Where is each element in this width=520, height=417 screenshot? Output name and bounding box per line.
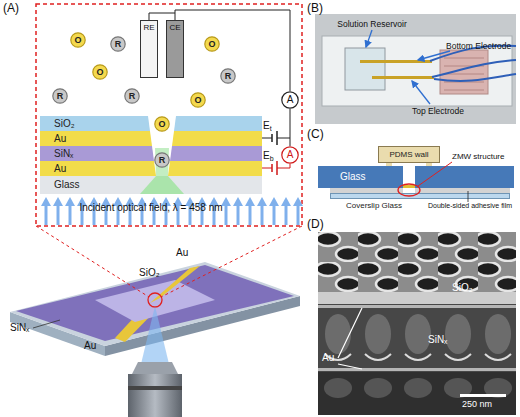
node-text: O	[158, 120, 165, 129]
part-label: Au	[322, 352, 334, 363]
panel-a-frame	[36, 4, 302, 226]
pdms-wall: PDMS wall	[378, 146, 440, 163]
voltage-label: Et	[263, 120, 272, 131]
circle-shape	[155, 117, 169, 131]
circle-shape	[191, 93, 205, 107]
part-label: Solution Reservoir	[337, 20, 406, 29]
node-text: R	[225, 72, 232, 81]
circle-shape	[111, 37, 125, 51]
glass-layer: Glass	[40, 176, 262, 194]
part-label: SiNₓ	[10, 322, 29, 333]
device-photo	[315, 14, 516, 124]
circle-shape	[282, 147, 298, 163]
node-text: PDMS wall	[389, 151, 428, 159]
light-label: Incident optical field, λ = 458 nm	[79, 202, 222, 213]
sio2-layer: SiO₂	[40, 116, 262, 131]
ammeter: A	[281, 146, 299, 164]
node-text: Glass	[54, 180, 80, 190]
part-label: Au	[84, 340, 96, 351]
glass-slide: Glass	[318, 166, 514, 188]
reduced-molecule: R	[110, 36, 126, 52]
part-label: ZMW structure	[452, 153, 504, 162]
subscript: t	[270, 125, 272, 132]
node-text: RE	[143, 24, 154, 32]
node-text: R	[159, 156, 166, 165]
reduced-molecule: R	[124, 88, 140, 104]
node-text: R	[57, 92, 64, 101]
sinx-layer: SiNₓ	[40, 146, 262, 161]
node-text: Au	[54, 134, 66, 144]
node-text: R	[115, 40, 122, 49]
ammeter: A	[281, 91, 299, 109]
reduced-molecule: R	[154, 152, 170, 168]
node-text: O	[208, 40, 215, 49]
coverslip-glass: Coverslip Glass	[330, 193, 510, 199]
circle-shape	[221, 69, 235, 83]
panel-letter: (B)	[307, 2, 323, 15]
circle-shape	[93, 65, 107, 79]
scale-label: 250 nm	[462, 400, 492, 410]
chip-3d	[10, 226, 302, 417]
reduced-molecule: R	[52, 88, 68, 104]
voltage-label: Eb	[263, 150, 274, 161]
part-label: Bottom Electrode	[446, 42, 511, 51]
circle-shape	[205, 37, 219, 51]
part-label: SiO₂	[452, 282, 473, 293]
counter-electrode: CE	[166, 20, 184, 78]
node-text: Au	[54, 164, 66, 174]
node-text: A	[287, 150, 294, 160]
node-text: SiO₂	[54, 119, 75, 129]
light-arrows	[40, 196, 304, 226]
reduced-molecule: R	[220, 68, 236, 84]
part-label: Au	[176, 247, 188, 258]
part-label: Top Electrode	[412, 107, 464, 116]
part-label: SiNₓ	[428, 334, 447, 345]
circle-shape	[282, 92, 298, 108]
subscript: b	[270, 155, 274, 162]
circle-shape	[71, 33, 85, 47]
oxidized-molecule: O	[154, 116, 170, 132]
panel-letter: (D)	[307, 218, 324, 231]
node-text: O	[74, 36, 81, 45]
node-text: O	[194, 96, 201, 105]
panel-letter: (C)	[307, 128, 324, 141]
oxidized-molecule: O	[70, 32, 86, 48]
node-text: A	[287, 95, 294, 105]
circle-shape	[155, 153, 169, 167]
node-text: SiNₓ	[54, 149, 73, 159]
node-text: Glass	[340, 172, 366, 182]
node-text: O	[96, 68, 103, 77]
node-text: R	[129, 92, 136, 101]
oxidized-molecule: O	[204, 36, 220, 52]
oxidized-molecule: O	[92, 64, 108, 80]
part-label: Double-sided adhesive film	[428, 202, 512, 210]
reference-electrode: RE	[140, 20, 158, 78]
part-label: SiO₂	[139, 267, 160, 278]
node-text: CE	[169, 24, 180, 32]
sem-image	[318, 232, 516, 415]
circle-shape	[125, 89, 139, 103]
node-text: Coverslip Glass	[346, 202, 402, 210]
gold-layer: Au	[40, 131, 262, 146]
oxidized-molecule: O	[190, 92, 206, 108]
circle-shape	[53, 89, 67, 103]
panel-letter: (A)	[3, 2, 19, 15]
gold-layer: Au	[40, 161, 262, 176]
